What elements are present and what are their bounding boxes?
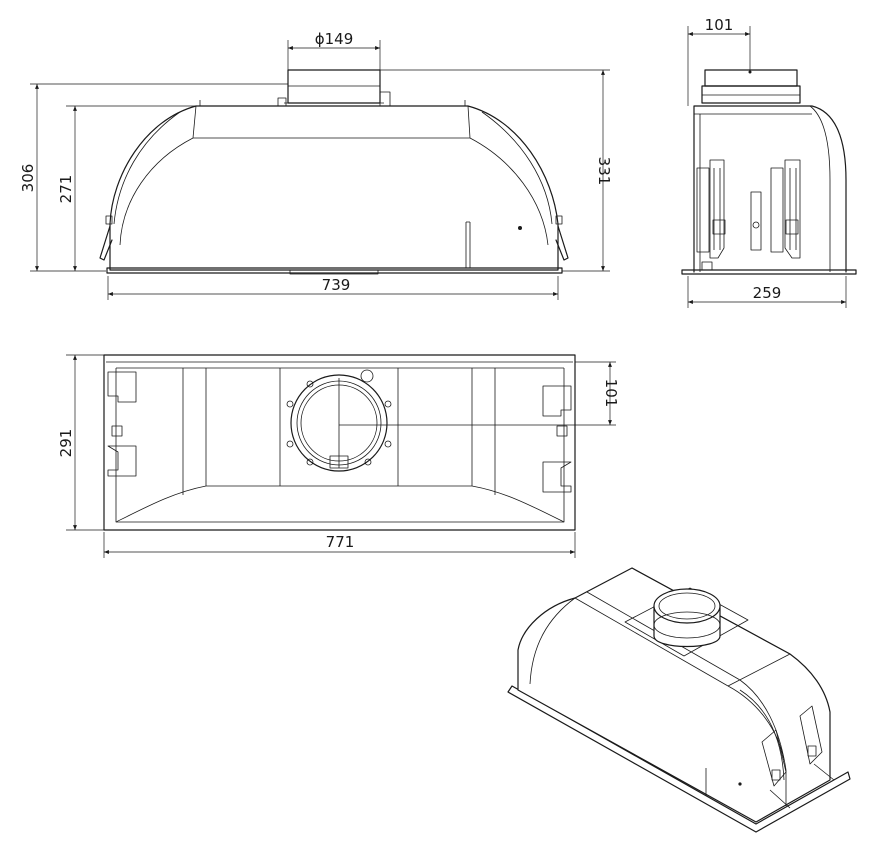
dim-front-width: 739: [322, 276, 351, 294]
iso-base-plate: [507, 685, 851, 833]
dim-top-offset: 101: [602, 379, 620, 408]
dim-side-depth: 259: [753, 284, 782, 302]
dim-side-top-offset: 101: [705, 16, 734, 34]
side-view: 101 259: [681, 16, 857, 308]
front-body-outline: [109, 105, 559, 271]
dim-body-height: 271: [57, 175, 75, 204]
dim-duct-diameter: ϕ149: [315, 30, 354, 48]
isometric-view: [507, 567, 851, 833]
top-view: 291 101 771: [57, 354, 620, 558]
front-duct-collar: [287, 69, 381, 104]
side-body-outline: [693, 105, 847, 273]
dim-top-depth: 291: [57, 429, 75, 458]
dim-top-width: 771: [326, 533, 355, 551]
front-view: ϕ149 306 271 331 739: [19, 30, 613, 300]
top-frame: [103, 354, 576, 531]
dim-total-height-right: 331: [595, 157, 613, 186]
top-fan-ring: [290, 374, 388, 472]
dim-total-height-left: 306: [19, 164, 37, 193]
